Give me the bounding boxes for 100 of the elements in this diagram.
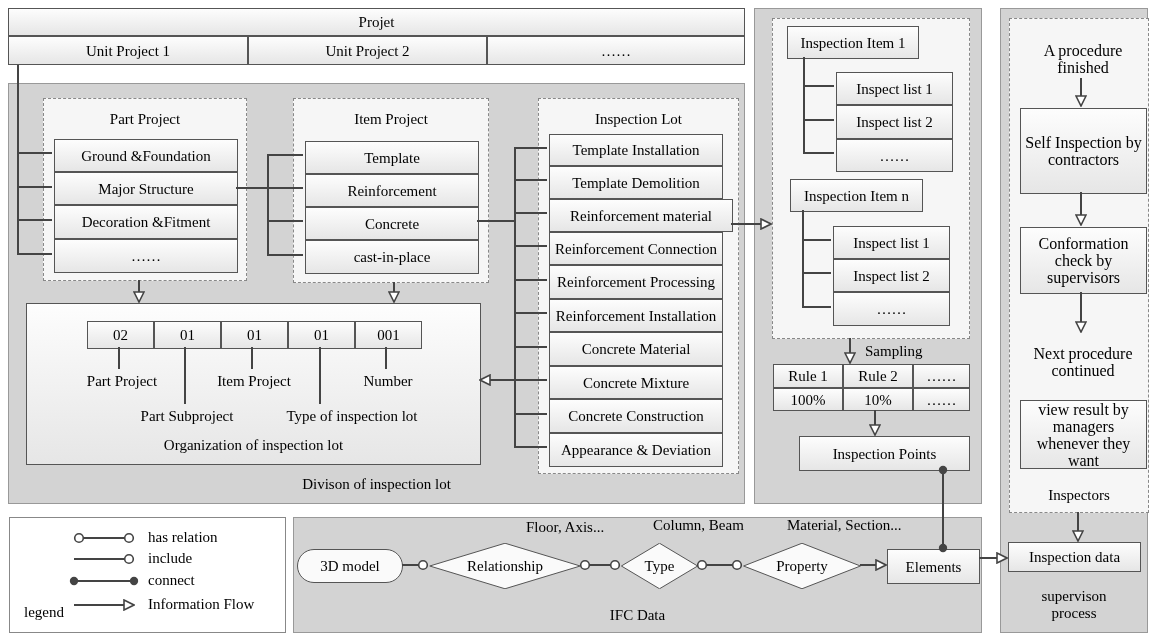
- process-box: Concrete Construction: [549, 399, 723, 433]
- table-cell: Rule 2: [843, 364, 913, 388]
- field-label: Number: [352, 371, 424, 391]
- group-title: Inspectors: [1048, 487, 1110, 504]
- annotation-text: Floor, Axis...: [526, 519, 605, 536]
- table-cell: 10%: [843, 388, 913, 411]
- process-box: Concrete Mixture: [549, 366, 723, 399]
- legend-text: include: [148, 550, 193, 567]
- process-box: Inspect list 1: [836, 72, 953, 105]
- terminal-node: 3D model: [297, 549, 403, 583]
- diamond-label: Relationship: [467, 557, 543, 575]
- process-box: Inspect list 2: [833, 259, 950, 292]
- group-title: Sampling: [865, 343, 923, 360]
- process-box: Reinforcement Processing: [549, 265, 723, 299]
- process-box: ……: [54, 239, 238, 273]
- group-title: Organization of inspection lot: [163, 437, 344, 454]
- field-label: Type of inspection lot: [264, 406, 440, 426]
- process-box: Inspection Points: [799, 436, 970, 471]
- legend-title: legend: [24, 604, 64, 621]
- table-cell: Projet: [8, 8, 745, 36]
- process-box: view result by managers whenever they want: [1020, 400, 1147, 469]
- group-title: Inspection Lot: [594, 111, 683, 128]
- process-box: Appearance & Deviation: [549, 433, 723, 467]
- arrow: [869, 409, 881, 436]
- section-panel: [754, 8, 982, 504]
- section-panel: [8, 83, 745, 504]
- code-panel: [26, 303, 481, 465]
- table-cell: ……: [913, 364, 970, 388]
- process-box: Template Installation: [549, 134, 723, 166]
- leader-line: [319, 346, 321, 405]
- section-panel: [293, 517, 982, 633]
- leader-line: [385, 346, 387, 370]
- process-box: Conformation check by supervisors: [1020, 227, 1147, 294]
- process-box: Decoration &Fitment: [54, 205, 238, 239]
- arrow: [844, 337, 856, 364]
- process-box: Major Structure: [54, 172, 238, 205]
- table-cell: 01: [221, 321, 288, 349]
- process-box: Reinforcement material: [549, 199, 733, 232]
- process-box: ……: [836, 139, 953, 172]
- process-box: Template Demolition: [549, 166, 723, 199]
- dashed-group: [293, 98, 489, 283]
- table-cell: ……: [913, 388, 970, 411]
- arrow: [978, 552, 1008, 564]
- process-box: Reinforcement: [305, 174, 479, 207]
- arrow: [133, 279, 145, 303]
- process-box: Concrete: [305, 207, 479, 240]
- dashed-group: [1009, 18, 1149, 513]
- group-title: IFC Data: [609, 607, 666, 624]
- process-box: Elements: [887, 549, 980, 584]
- group-title: Item Project: [354, 111, 428, 128]
- process-box: Self Inspection by contractors: [1020, 108, 1147, 194]
- arrow: [1075, 291, 1087, 333]
- leader-line: [251, 346, 253, 370]
- annotation-text: Material, Section...: [787, 517, 902, 534]
- leader-line: [184, 346, 186, 405]
- leader-line: [118, 346, 120, 370]
- step-text: Next procedure continued: [1022, 334, 1144, 390]
- dashed-group: [772, 18, 970, 339]
- table-cell: 02: [87, 321, 154, 349]
- arrow: [1075, 77, 1087, 107]
- step-text: A procedure finished: [1022, 38, 1144, 80]
- process-box: Inspection Item n: [790, 179, 923, 212]
- process-box: Ground &Foundation: [54, 139, 238, 172]
- arrow: [388, 281, 400, 303]
- process-box: Concrete Material: [549, 332, 723, 366]
- table-cell: 001: [355, 321, 422, 349]
- diamond-label: Property: [776, 557, 828, 575]
- diamond-label: Type: [644, 557, 675, 575]
- legend-text: Information Flow: [148, 596, 255, 613]
- process-box: cast-in-place: [305, 240, 479, 274]
- process-box: Inspect list 1: [833, 226, 950, 259]
- field-label: Item Project: [206, 371, 302, 391]
- table-cell: Unit Project 1: [8, 36, 248, 65]
- dashed-group: [538, 98, 739, 474]
- process-box: ……: [833, 292, 950, 326]
- section-panel: [1000, 8, 1148, 633]
- field-label: Part Subproject: [127, 406, 247, 426]
- table-cell: Unit Project 2: [248, 36, 487, 65]
- arrow: [859, 559, 887, 571]
- annotation-text: Column, Beam: [653, 517, 744, 534]
- legend-text: has relation: [148, 529, 218, 546]
- arrow: [1075, 191, 1087, 226]
- group-title: Part Project: [109, 111, 181, 128]
- arrow: [1072, 511, 1084, 542]
- table-cell: 01: [288, 321, 355, 349]
- group-title: Divison of inspection lot: [302, 476, 451, 493]
- process-box: Reinforcement Connection: [549, 232, 723, 265]
- table-cell: Rule 1: [773, 364, 843, 388]
- table-cell: 01: [154, 321, 221, 349]
- group-title: supervison process: [1040, 588, 1108, 622]
- process-box: Template: [305, 141, 479, 174]
- table-cell: ……: [487, 36, 745, 65]
- field-label: Part Project: [76, 371, 168, 391]
- legend-text: connect: [148, 572, 195, 589]
- process-box: Inspection Item 1: [787, 26, 919, 59]
- arrow: [730, 218, 772, 230]
- process-box: Inspection data: [1008, 542, 1141, 572]
- process-box: Reinforcement Installation: [549, 299, 723, 332]
- table-cell: 100%: [773, 388, 843, 411]
- dashed-group: [43, 98, 247, 281]
